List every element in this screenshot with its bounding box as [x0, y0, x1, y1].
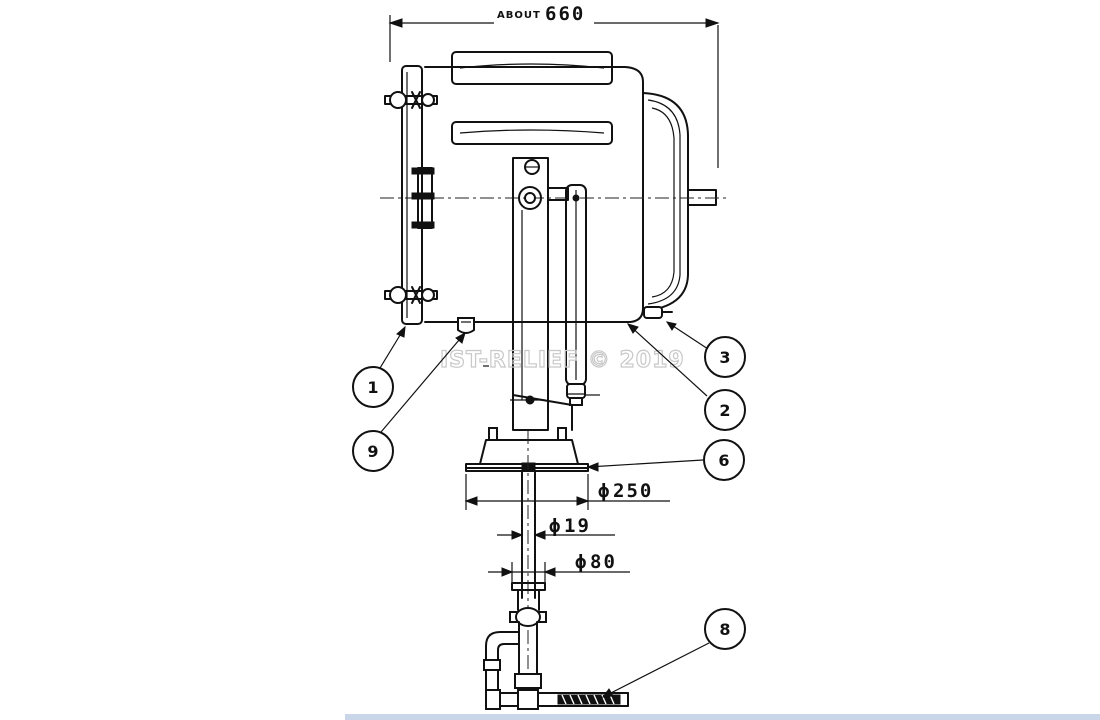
column-diameter-dimension: ϕ 19 — [497, 515, 615, 540]
callout-6-label: 6 — [718, 451, 729, 470]
base-diameter-dimension: ϕ 250 — [464, 474, 670, 510]
flange-diameter-value: 80 — [590, 551, 617, 573]
bottom-edge-bar — [345, 714, 1100, 720]
callout-1-label: 1 — [367, 378, 378, 397]
flange-diameter-dimension: ϕ 80 — [488, 551, 630, 590]
pipe-assembly — [483, 631, 629, 710]
callout-6: 6 — [586, 439, 745, 481]
overall-dimension-prefix: ABOUT — [497, 10, 541, 21]
phi-symbol: ϕ — [598, 480, 611, 502]
support-yoke — [510, 157, 600, 431]
base-plate — [465, 427, 589, 472]
front-door — [384, 65, 475, 334]
lamp-housing — [380, 51, 730, 323]
phi-symbol: ϕ — [575, 551, 588, 573]
callout-2: 2 — [626, 323, 746, 431]
callout-1: 1 — [352, 325, 406, 408]
callout-8-label: 8 — [719, 620, 730, 639]
callout-8: 8 — [601, 608, 746, 698]
callout-3-label: 3 — [719, 348, 730, 367]
callout-3: 3 — [665, 321, 746, 378]
phi-symbol: ϕ — [549, 515, 562, 537]
overall-dimension: ABOUT 660 — [388, 3, 720, 168]
base-diameter-value: 250 — [613, 480, 653, 502]
watermark-text: IST-RELIEF © 2019 — [440, 348, 685, 373]
callout-9: 9 — [352, 331, 466, 472]
callout-2-label: 2 — [719, 401, 730, 420]
overall-dimension-value: 660 — [545, 3, 585, 25]
callout-9-label: 9 — [367, 442, 378, 461]
column-diameter-value: 19 — [564, 515, 591, 537]
